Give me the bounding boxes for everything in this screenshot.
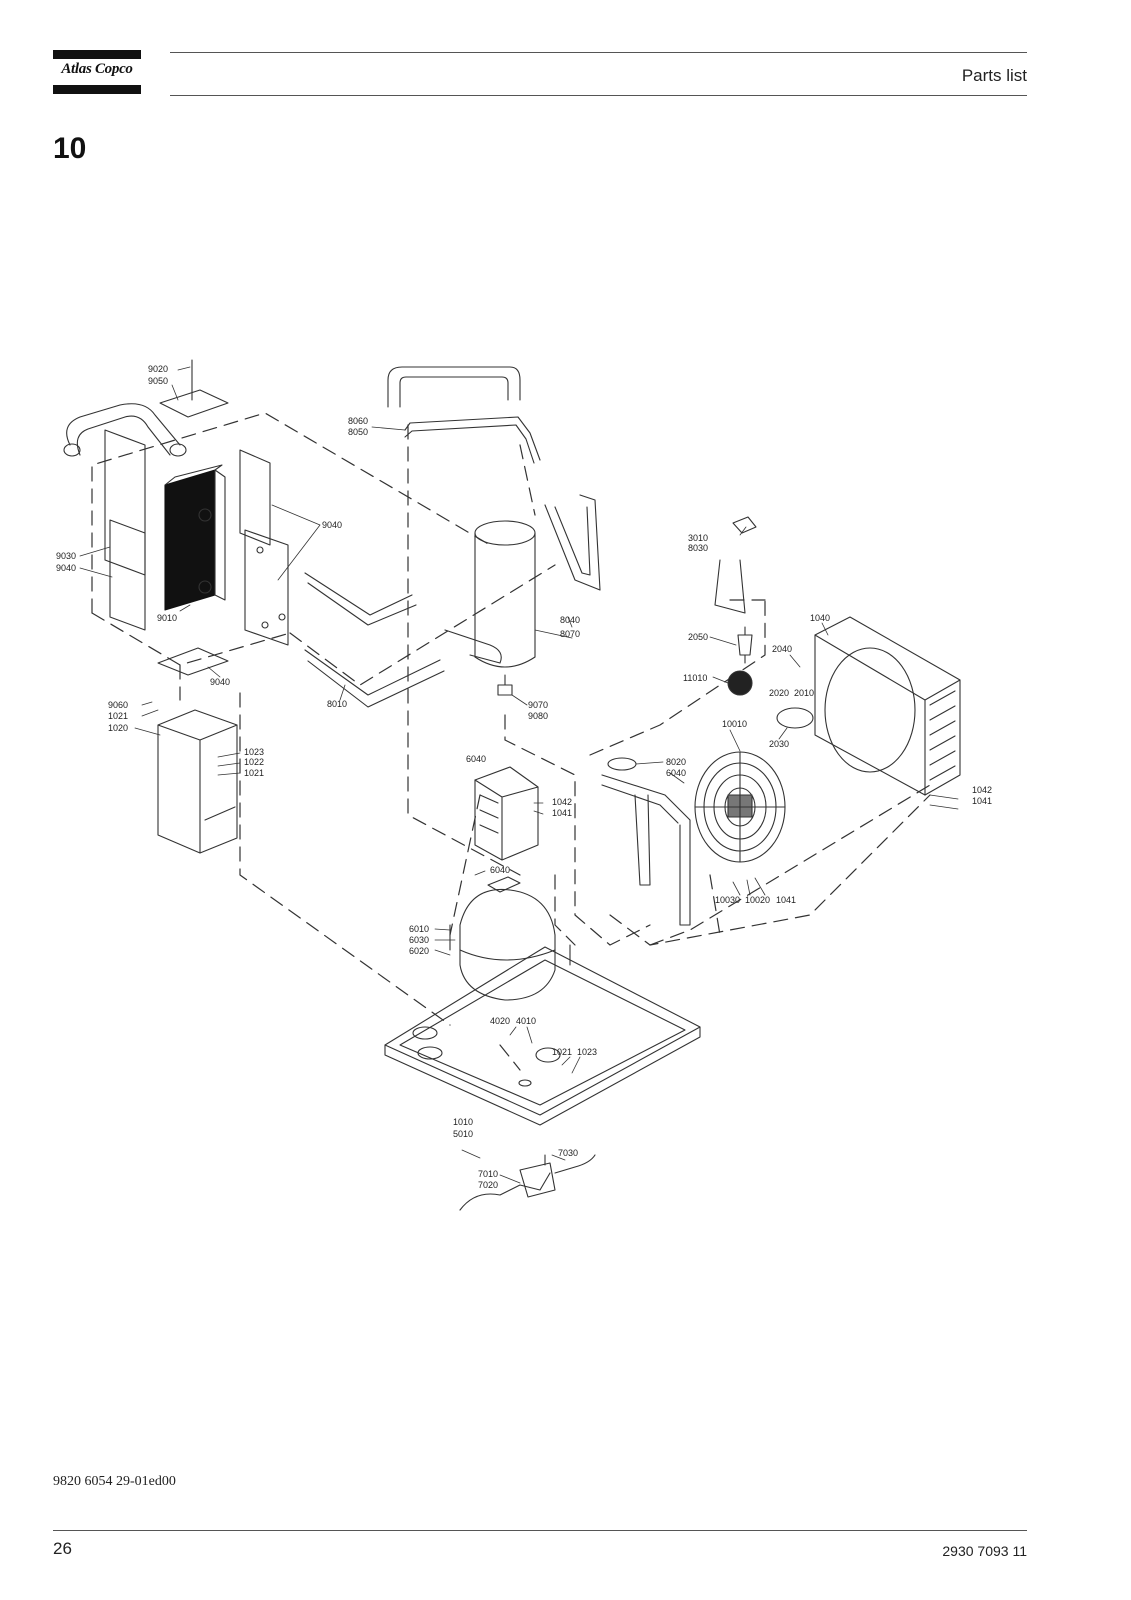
- pipe-8060: [387, 366, 521, 408]
- callout-1042: 1042: [552, 797, 572, 807]
- callout-8020: 8020: [666, 757, 686, 767]
- footer-rule: [53, 1530, 1027, 1531]
- base-plate-1010: [384, 946, 701, 1126]
- receiver-tank-8070: [444, 520, 536, 696]
- panel-9040-lower: [244, 529, 289, 646]
- left-u-pipe: [63, 403, 187, 457]
- logo-bar-top: [53, 50, 141, 59]
- fan-10010: [694, 751, 786, 863]
- callout-1040: 1040: [810, 613, 830, 623]
- callout-1021: 1021: [108, 711, 128, 721]
- callout-8060: 8060: [348, 416, 368, 426]
- callout-3010: 3010: [688, 533, 708, 543]
- callout-4010: 4010: [516, 1016, 536, 1026]
- exploded-parts-diagram: 9020 9050 8060 8050 9040 9030 9040 9010 …: [56, 359, 992, 1211]
- callout-1041: 1041: [776, 895, 796, 905]
- callout-1021: 1021: [552, 1047, 572, 1057]
- callout-9050: 9050: [148, 376, 168, 386]
- callout-6040: 6040: [666, 768, 686, 778]
- section-number: 10: [53, 132, 87, 165]
- callout-9030: 9030: [56, 551, 76, 561]
- header-rule-top: [170, 52, 1027, 53]
- callout-10010: 10010: [722, 719, 747, 729]
- callout-2040: 2040: [772, 644, 792, 654]
- callout-11010: 11010: [683, 673, 707, 683]
- drawing-reference: 9820 6054 29-01ed00: [53, 1474, 176, 1489]
- callout-1020: 1020: [108, 723, 128, 733]
- callout-1023: 1023: [577, 1047, 597, 1057]
- left-panel-9030: [109, 519, 146, 631]
- callout-8070: 8070: [560, 629, 580, 639]
- callout-5010: 5010: [453, 1129, 473, 1139]
- callout-1022: 1022: [244, 757, 264, 767]
- callout-1010: 1010: [453, 1117, 473, 1127]
- top-plate: [159, 389, 229, 418]
- filter-drier-2050: [737, 634, 753, 656]
- callout-10030: 10030: [715, 895, 740, 905]
- left-panel-back: [104, 429, 146, 576]
- header-rule-bottom: [170, 95, 1027, 96]
- callout-1042: 1042: [972, 785, 992, 795]
- callout-9040: 9040: [210, 677, 230, 687]
- cover-box-1020: [157, 709, 238, 854]
- pipe-8050: [404, 416, 541, 464]
- callout-8030: 8030: [688, 543, 708, 553]
- pipe-8020: [601, 757, 691, 926]
- callout-2020: 2020: [769, 688, 789, 698]
- callout-7020: 7020: [478, 1180, 498, 1190]
- panel-9040-upper: [239, 449, 271, 546]
- callout-8050: 8050: [348, 427, 368, 437]
- logo-bar-bottom: [53, 85, 141, 94]
- callout-6030: 6030: [409, 935, 429, 945]
- callout-8010: 8010: [327, 699, 347, 709]
- callout-1041: 1041: [552, 808, 572, 818]
- bottom-plate-9040: [157, 647, 229, 676]
- compressor-6010: [449, 876, 571, 1001]
- callout-4020: 4020: [490, 1016, 510, 1026]
- switch-3010: [732, 516, 757, 534]
- document-number: 2930 7093 11: [942, 1543, 1027, 1559]
- callout-9060: 9060: [108, 700, 128, 710]
- callout-6040: 6040: [490, 865, 510, 875]
- callout-9040: 9040: [322, 520, 342, 530]
- heat-exchanger-9010: [164, 464, 226, 611]
- callout-1041: 1041: [972, 796, 992, 806]
- gasket-ring: [776, 707, 814, 729]
- callout-9010: 9010: [157, 613, 177, 623]
- callout-1023: 1023: [244, 747, 264, 757]
- callout-labels: 9020 9050 8060 8050 9040 9030 9040 9010 …: [56, 364, 992, 1190]
- pipe-8010: [304, 572, 445, 708]
- callout-10020: 10020: [745, 895, 770, 905]
- callout-7030: 7030: [558, 1148, 578, 1158]
- callout-2050: 2050: [688, 632, 708, 642]
- callout-6010: 6010: [409, 924, 429, 934]
- pipe-8040: [544, 494, 601, 591]
- condenser-1040: [814, 616, 961, 796]
- callout-7010: 7010: [478, 1169, 498, 1179]
- drain-7010: [459, 1154, 596, 1211]
- callout-leaders: [79, 366, 959, 1184]
- coil-11010: [727, 670, 753, 696]
- callout-9020: 9020: [148, 364, 168, 374]
- callout-6020: 6020: [409, 946, 429, 956]
- page-title: Parts list: [961, 66, 1027, 85]
- callout-9080: 9080: [528, 711, 548, 721]
- callout-6040: 6040: [466, 754, 486, 764]
- atlas-copco-logo: Atlas Copco: [53, 50, 141, 94]
- callout-1021: 1021: [244, 768, 264, 778]
- callout-2030: 2030: [769, 739, 789, 749]
- page-number: 26: [53, 1539, 72, 1558]
- electrical-box-6040: [474, 766, 539, 861]
- callout-9040: 9040: [56, 563, 76, 573]
- assembly-guide-lines: [91, 412, 931, 1071]
- callout-9070: 9070: [528, 700, 548, 710]
- callout-2010: 2010: [794, 688, 814, 698]
- logo-wordmark: Atlas Copco: [61, 61, 133, 77]
- callout-8040: 8040: [560, 615, 580, 625]
